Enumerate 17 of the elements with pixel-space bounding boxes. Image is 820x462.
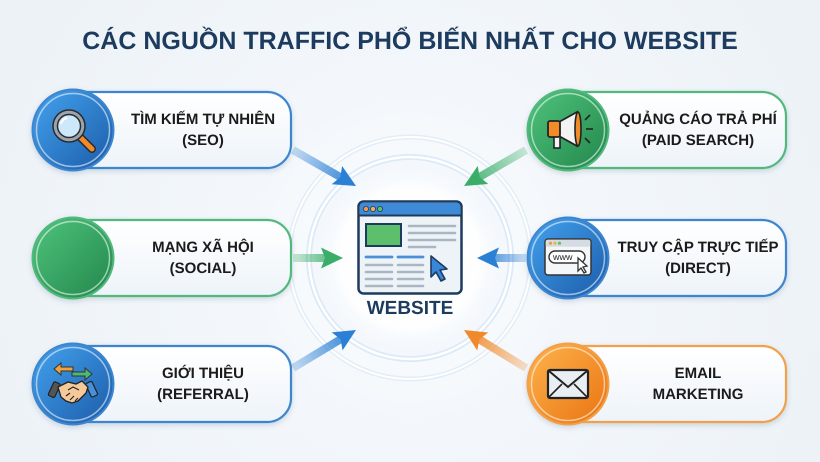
arrow (477, 248, 526, 268)
node-label: GIỚI THIỆU (REFERRAL) (156, 364, 250, 405)
arrow (293, 248, 343, 268)
node-label: TRUY CẬP TRỰC TIẾP (DIRECT) (616, 238, 780, 279)
traffic-source-pill (31, 342, 293, 426)
node-label: TÌM KIẾM TỰ NHIÊN (SEO) (130, 110, 276, 151)
node-label: MẠNG XÃ HỘI (SOCIAL) (151, 238, 255, 279)
diagram-title: CÁC NGUỒN TRAFFIC PHỔ BIẾN NHẤT CHO WEBSITE (82, 26, 738, 56)
traffic-source-pill (526, 216, 788, 300)
node-label: WEBSITE (366, 298, 454, 320)
traffic-source-pill (526, 88, 788, 172)
traffic-source-pill (31, 88, 293, 172)
node-label: QUẢNG CÁO TRẢ PHÍ (PAID SEARCH) (618, 110, 778, 151)
traffic-source-pill (31, 216, 293, 300)
url-text: www (553, 251, 572, 263)
traffic-source-pill (526, 342, 788, 426)
node-label: EMAIL MARKETING (652, 364, 744, 405)
